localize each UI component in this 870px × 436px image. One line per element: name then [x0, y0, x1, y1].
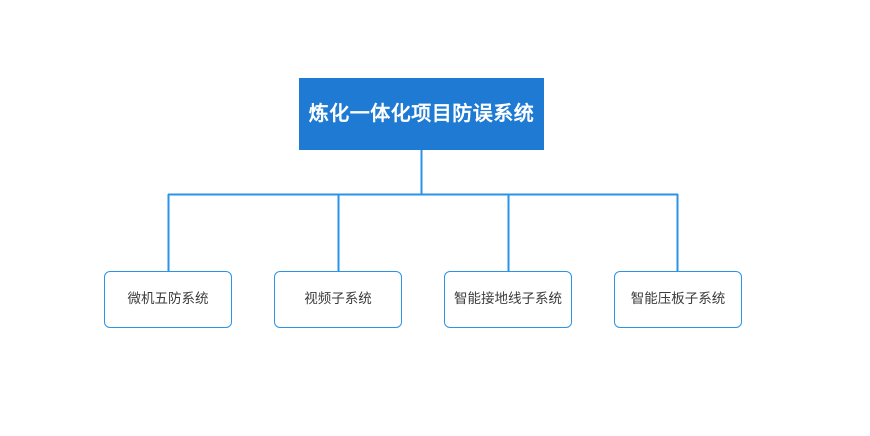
- node-child-weiji-wufang[interactable]: 微机五防系统: [104, 271, 232, 328]
- node-child-label: 视频子系统: [304, 291, 372, 307]
- node-child-label: 微机五防系统: [127, 291, 209, 307]
- node-child-label: 智能接地线子系统: [454, 291, 562, 307]
- node-child-shipin[interactable]: 视频子系统: [274, 271, 402, 328]
- node-child-zhineng-jiedixian[interactable]: 智能接地线子系统: [444, 271, 572, 328]
- node-child-zhineng-yaban[interactable]: 智能压板子系统: [614, 271, 742, 328]
- node-root-label: 炼化一体化项目防误系统: [308, 103, 535, 125]
- node-child-label: 智能压板子系统: [630, 291, 726, 307]
- node-root[interactable]: 炼化一体化项目防误系统: [299, 78, 544, 150]
